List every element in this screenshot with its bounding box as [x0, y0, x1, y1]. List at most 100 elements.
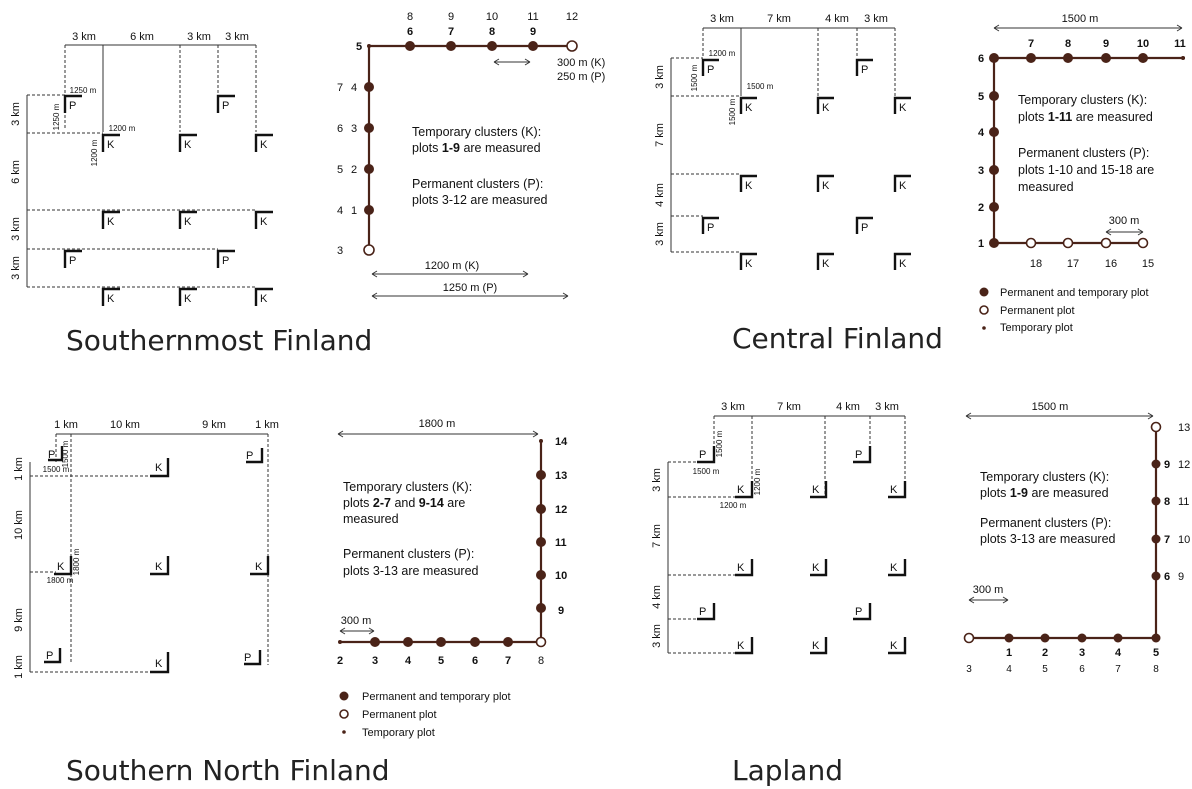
snorth-top-dim-1: 1 km	[54, 419, 78, 431]
snorth-note-p: Permanent clusters (P):	[343, 547, 474, 561]
central-note-p2: plots 1-10 and 15-18 are	[1018, 163, 1154, 177]
region-title-southernmost: Southernmost Finland	[66, 324, 372, 357]
south-left-dim-4: 3 km	[10, 256, 22, 280]
south-left-dim-3: 3 km	[10, 217, 22, 241]
lapland-right-num-p: 13	[1178, 422, 1190, 434]
cluster-label-p: P	[46, 650, 53, 662]
central-bottom-num: 16	[1105, 258, 1117, 270]
south-row-num: 8	[489, 26, 495, 38]
snorth-dist-top: 1800 m	[419, 418, 456, 430]
central-left-dim-2: 7 km	[654, 123, 666, 147]
snorth-right-num: 9	[558, 605, 564, 617]
cluster-label-k: K	[899, 102, 907, 114]
cluster-label-k: K	[260, 139, 268, 151]
snorth-note-k3: measured	[343, 512, 399, 526]
cluster-label-k: K	[822, 180, 830, 192]
central-top-dim-3: 4 km	[825, 13, 849, 25]
region-title-lapland: Lapland	[732, 754, 843, 787]
lapland-bottom-num-k: 3	[1079, 647, 1085, 659]
south-row-num: 9	[530, 26, 536, 38]
snorth-note-k: Temporary clusters (K):	[343, 480, 472, 494]
legend-item: Temporary plot	[362, 727, 435, 739]
central-note-k: Temporary clusters (K):	[1018, 93, 1147, 107]
lapland-right-num-k: 6	[1164, 571, 1170, 583]
cluster-label-k: K	[260, 293, 268, 305]
lapland-small-dim-d: 1200 m	[753, 468, 762, 495]
south-corner-num: 5	[356, 41, 362, 53]
south-cluster-markers: P P K K K K K K P P K K K	[63, 94, 273, 306]
south-left-num: 5	[337, 164, 343, 176]
cluster-label-k: K	[812, 640, 820, 652]
south-left-dim-1: 3 km	[10, 102, 22, 126]
lapland-small-dim-a: 1500 m	[693, 467, 720, 476]
region-title-central: Central Finland	[732, 322, 943, 355]
cluster-label-p: P	[48, 449, 55, 461]
central-left-dim-3: 4 km	[654, 183, 666, 207]
central-left-num: 3	[978, 165, 984, 177]
cluster-label-p: P	[246, 450, 253, 462]
south-top-num: 12	[566, 11, 578, 23]
south-inner-num: 1	[351, 205, 357, 217]
lapland-bottom-num-p: 5	[1042, 664, 1048, 675]
south-small-dim-a: 1250 m	[70, 86, 97, 95]
lapland-right-num-k: 7	[1164, 534, 1170, 546]
southern-north-finland-panel: 1 km 10 km 9 km 1 km 1 km 10 km 9 km 1 k…	[13, 418, 568, 787]
lapland-bottom-num-k: 5	[1153, 647, 1159, 659]
south-row-num: 7	[448, 26, 454, 38]
snorth-right-num: 12	[555, 504, 567, 516]
cluster-label-k: K	[899, 180, 907, 192]
south-left-dim-2: 6 km	[10, 160, 22, 184]
snorth-bottom-num: 3	[372, 655, 378, 667]
cluster-label-p: P	[69, 255, 76, 267]
central-left-num: 4	[978, 127, 985, 139]
south-dist-300k: 300 m (K)	[557, 57, 605, 69]
central-top-dim-2: 7 km	[767, 13, 791, 25]
snorth-right-num: 10	[555, 570, 567, 582]
south-left-num: 3	[337, 245, 343, 257]
cluster-label-k: K	[107, 139, 115, 151]
central-small-dim-a: 1200 m	[709, 49, 736, 58]
cluster-label-k: K	[890, 640, 898, 652]
lapland-right-num-k: 8	[1164, 496, 1170, 508]
lapland-right-num-p: 11	[1178, 496, 1189, 508]
south-top-dim-4: 3 km	[225, 31, 249, 43]
lapland-left-dim-2: 7 km	[651, 524, 663, 548]
central-note-p3: measured	[1018, 180, 1074, 194]
south-small-dim-d: 1200 m	[90, 139, 99, 166]
cluster-label-p: P	[244, 652, 251, 664]
central-note-k2: plots 1-11 are measured	[1018, 110, 1153, 124]
lapland-small-dim-c: 1200 m	[720, 501, 747, 510]
central-top-dim-4: 3 km	[864, 13, 888, 25]
lapland-left-dim-1: 3 km	[651, 468, 663, 492]
central-dist-top: 1500 m	[1062, 13, 1099, 25]
snorth-legend: Permanent and temporary plot Permanent p…	[339, 691, 511, 739]
lapland-note-k2: plots 1-9 are measured	[980, 486, 1109, 500]
lapland-bottom-num-k: 2	[1042, 647, 1048, 659]
south-inner-num: 4	[351, 82, 357, 94]
south-top-dim-1: 3 km	[72, 31, 96, 43]
lapland-top-dim-1: 3 km	[721, 401, 745, 413]
south-top-num: 9	[448, 11, 454, 23]
lapland-bottom-num-p: 3	[966, 664, 972, 675]
central-small-dim-b: 1500 m	[690, 64, 699, 91]
south-left-num: 7	[337, 82, 343, 94]
south-small-dim-b: 1250 m	[52, 103, 61, 130]
cluster-label-p: P	[855, 449, 862, 461]
central-top-num: 10	[1137, 38, 1149, 50]
snorth-left-dim-4: 1 km	[13, 655, 25, 679]
lapland-small-dim-b: 1500 m	[715, 430, 724, 457]
central-left-num: 6	[978, 53, 984, 65]
lapland-right-num-p: 10	[1178, 534, 1190, 546]
central-left-num: 5	[978, 91, 984, 103]
cluster-label-k: K	[899, 258, 907, 270]
lapland-cluster-markers: P P K K K K K K P P K K K	[697, 446, 907, 655]
cluster-label-k: K	[184, 139, 192, 151]
snorth-small-dim-b: 1500 m	[61, 440, 70, 467]
cluster-label-p: P	[222, 255, 229, 267]
lapland-right-num-p: 9	[1178, 571, 1184, 583]
south-top-dim-2: 6 km	[130, 31, 154, 43]
central-dist-300: 300 m	[1109, 215, 1140, 227]
south-left-num: 4	[337, 205, 343, 217]
central-left-num: 1	[978, 238, 984, 250]
lapland-left-dim-4: 3 km	[651, 624, 663, 648]
